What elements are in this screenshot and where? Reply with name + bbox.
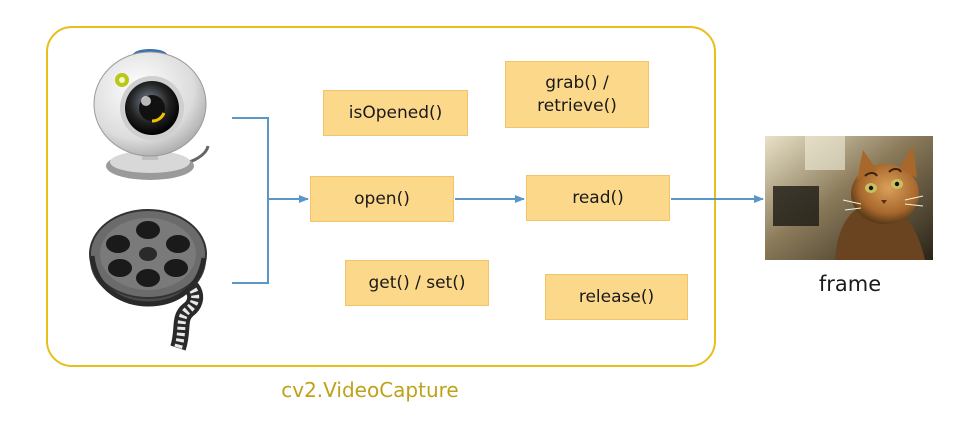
method-release: release() xyxy=(545,274,688,320)
method-get-set: get() / set() xyxy=(345,260,489,306)
webcam-icon xyxy=(93,49,210,180)
cat-photo xyxy=(765,136,933,260)
webcam-connector xyxy=(232,117,269,199)
method-read: read() xyxy=(526,175,670,221)
film-reel-icon xyxy=(89,209,207,351)
method-open: open() xyxy=(310,176,454,222)
method-grab-retrieve: grab() / retrieve() xyxy=(505,61,649,128)
videocapture-container xyxy=(46,26,716,367)
method-isopened: isOpened() xyxy=(323,90,468,136)
frame-label: frame xyxy=(818,272,882,296)
container-caption: cv2.VideoCapture xyxy=(281,378,459,402)
film-connector xyxy=(232,199,269,284)
